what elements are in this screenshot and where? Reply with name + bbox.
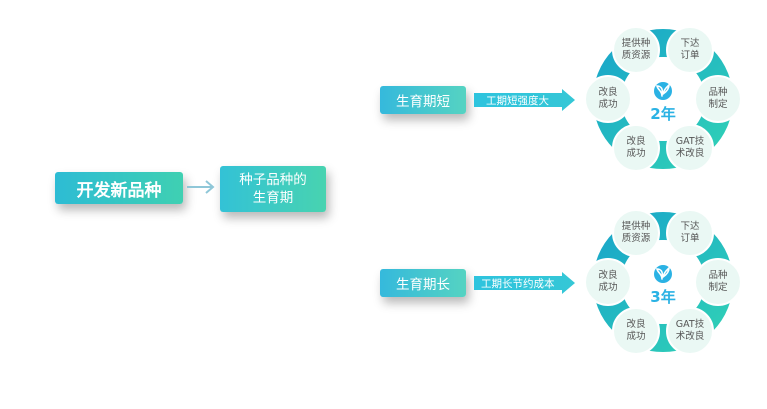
node-order-label: 下达 订单 [680,221,700,244]
node-gat [666,307,714,355]
node-gat-label: GAT技 术改良 [675,319,705,342]
branch-short-label: 生育期短 [396,94,450,110]
root-to-middle-arrow [187,180,215,194]
node-success-left [584,258,632,306]
node-order-label: 下达 订单 [680,38,700,61]
node-plan-label: 品种 制定 [708,270,728,293]
node-supply [612,209,660,257]
root-node-new-variety: 开发新品种 [55,172,183,204]
node-success-left-label: 改良 成功 [598,270,618,293]
cycle-short-years: 2年 [650,105,676,123]
middle-node-growth-period: 种子品种的 生育期 [220,166,326,212]
node-order [666,209,714,257]
node-plan-label: 品种 制定 [708,87,728,110]
node-success-bottom [612,124,660,172]
node-success-bottom [612,307,660,355]
middle-label: 种子品种的 生育期 [239,172,307,206]
node-success-left [584,75,632,123]
node-plan [694,258,742,306]
node-gat-label: GAT技 术改良 [675,136,705,159]
root-label: 开发新品种 [76,180,162,201]
seedling-icon [654,265,672,283]
branch-long-period: 生育期长 [380,269,466,297]
node-supply [612,26,660,74]
seedling-icon [654,82,672,100]
cycle-short: 提供种 质资源 下达 订单 品种 制定 GAT技 术改良 改良 成功 改良 成功… [580,19,746,179]
branch-long-arrow [474,272,575,294]
cycle-short-graphic [584,26,742,172]
node-order [666,26,714,74]
node-plan [694,75,742,123]
node-success-bottom-label: 改良 成功 [626,136,646,159]
cycle-short-nodes [584,26,742,172]
cycle-long-years: 3年 [650,288,676,306]
node-supply-label: 提供种 质资源 [621,221,651,244]
branch-long-label: 生育期长 [396,277,450,293]
branch-short-period: 生育期短 [380,86,466,114]
branch-short-arrow-label: 工期短强度大 [486,95,549,107]
branch-short-arrow [474,89,575,111]
node-supply-label: 提供种 质资源 [621,38,651,61]
branch-long-arrow-label: 工期长节约成本 [481,278,555,290]
node-success-bottom-label: 改良 成功 [626,319,646,342]
cycle-long-nodes [584,209,742,355]
node-gat [666,124,714,172]
cycle-long-graphic [584,209,742,355]
node-success-left-label: 改良 成功 [598,87,618,110]
cycle-long: 提供种 质资源 下达 订单 品种 制定 GAT技 术改良 改良 成功 改良 成功… [580,202,746,362]
